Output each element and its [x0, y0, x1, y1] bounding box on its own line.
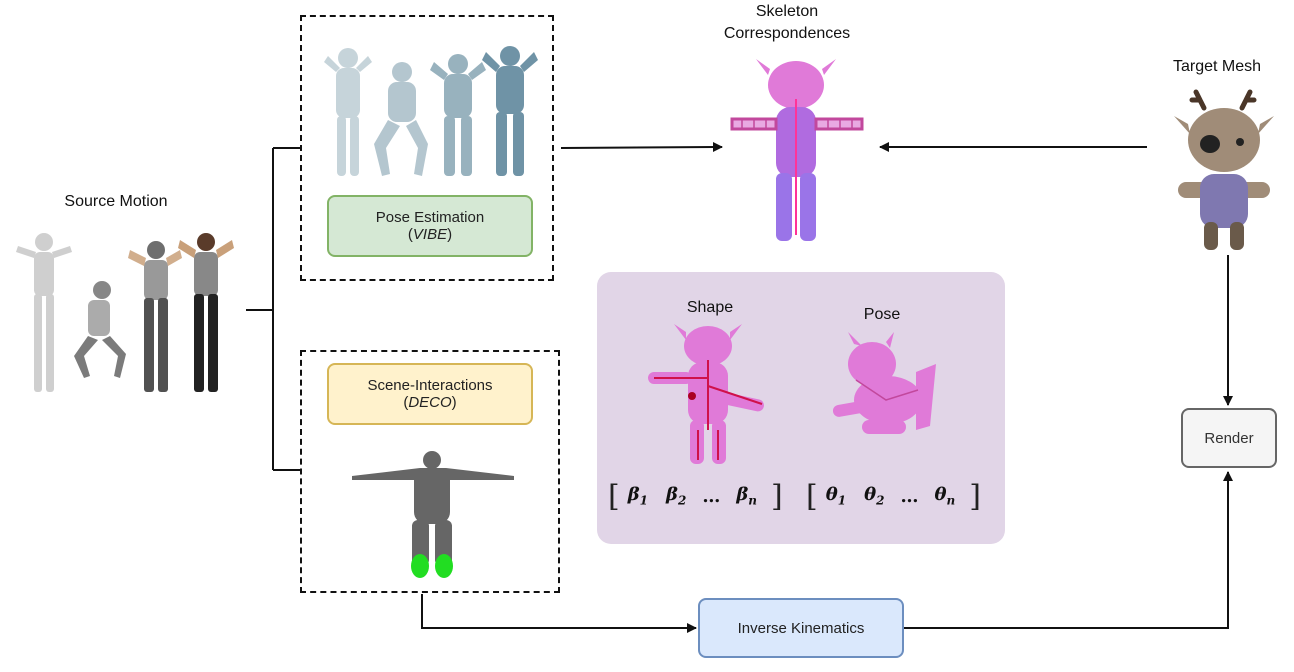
inverse-kinematics-box: Inverse Kinematics	[698, 598, 904, 658]
skeleton-label-line2: Correspondences	[723, 25, 851, 42]
render-title: Render	[1204, 429, 1254, 447]
scene-interactions-group	[300, 350, 560, 593]
skeleton-correspondence-mesh	[730, 59, 864, 241]
beta-vector: [ β1 β2 … βn ]	[608, 478, 783, 514]
beta-2-sub: 2	[677, 493, 687, 508]
scene-interactions-box: Scene-Interactions (DECO)	[327, 363, 533, 425]
theta-vector: [ θ1 θ2 … θn ]	[806, 478, 981, 514]
arrow-ik-to-render	[904, 471, 1233, 629]
pose-estimation-box: Pose Estimation (VIBE)	[327, 195, 533, 257]
pose-estimation-group	[300, 15, 554, 281]
deco-contact-mesh	[352, 451, 514, 578]
theta-1-sub: 1	[837, 493, 847, 508]
skeleton-label-line1: Skeleton	[755, 3, 819, 20]
inverse-kinematics-title: Inverse Kinematics	[737, 619, 865, 637]
pose-estimation-method-name: VIBE	[412, 226, 448, 243]
theta-n-sub: n	[946, 493, 956, 508]
theta-1-symbol: θ	[825, 484, 838, 506]
theta-2-symbol: θ	[864, 484, 877, 506]
arrow-pose-to-skeleton	[560, 142, 723, 153]
theta-open-bracket: [	[806, 478, 818, 514]
shape-pose-panel	[597, 272, 1005, 544]
beta-n-sub: n	[748, 493, 758, 508]
source-motion-label: Source Motion	[64, 193, 168, 210]
scene-interactions-method: (DECO)	[403, 394, 457, 411]
pose-mesh	[832, 332, 936, 434]
source-bracket	[246, 147, 300, 471]
scene-interactions-title: Scene-Interactions	[367, 377, 493, 394]
theta-2-sub: 2	[876, 493, 885, 508]
source-motion-figures	[16, 233, 234, 392]
beta-dots: …	[702, 485, 721, 507]
shape-mesh	[648, 324, 764, 464]
theta-n-symbol: θ	[934, 484, 947, 506]
theta-close-bracket: ]	[969, 478, 981, 514]
beta-n-symbol: β	[736, 484, 749, 506]
beta-2-symbol: β	[666, 484, 678, 506]
target-mesh-label: Target Mesh	[1172, 58, 1262, 75]
beta-1-symbol: β	[627, 484, 640, 506]
theta-n: θn	[934, 484, 955, 508]
theta-1: θ1	[826, 484, 846, 508]
render-box: Render	[1181, 408, 1277, 468]
beta-n: βn	[736, 484, 757, 508]
shape-label: Shape	[686, 299, 734, 316]
beta-2: β2	[666, 484, 686, 508]
theta-dots: …	[900, 485, 919, 507]
pose-estimation-method: (VIBE)	[407, 226, 453, 243]
scene-interactions-method-name: DECO	[408, 394, 452, 411]
pose-label: Pose	[863, 306, 901, 323]
beta-1-sub: 1	[639, 493, 649, 508]
beta-open-bracket: [	[608, 478, 620, 514]
target-mesh-figure	[1174, 89, 1274, 250]
pose-estimation-title: Pose Estimation	[375, 209, 485, 226]
beta-1: β1	[628, 484, 648, 508]
pose-estimation-meshes	[324, 46, 538, 176]
theta-2: θ2	[864, 484, 884, 508]
arrow-scene-to-ik	[421, 594, 697, 633]
beta-close-bracket: ]	[771, 478, 783, 514]
